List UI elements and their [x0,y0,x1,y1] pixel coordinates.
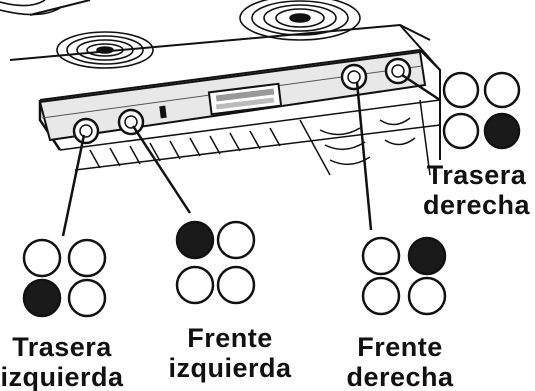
leader-front-left [131,125,192,214]
leader-front-right [355,81,373,231]
indicator-dot-front-right-bottom-right [407,276,447,316]
label-front-right-line1: Frente [357,332,443,362]
indicator-dot-front-left-top-left [175,220,215,260]
label-front-left-line2: izquierda [168,353,292,383]
cooktop-surface [9,0,441,160]
indicator-dot-front-right-top-right [407,236,447,276]
indicator-dot-rear-right-bottom-right [483,112,521,150]
indicator-dot-rear-right-top-left [442,71,480,109]
indicator-dot-front-left-bottom-left [175,265,215,305]
burner-rear-right [239,0,361,41]
burner-rear-left [0,0,61,16]
knob-front-left [117,108,145,136]
label-front-left: Frente izquierda [160,323,300,383]
indicator-dot-front-right-top-left [361,236,401,276]
label-rear-left-line1: Trasera [12,332,112,362]
knob-front-right [340,63,368,91]
indicator-dot-front-left-bottom-right [216,265,256,305]
leader-rear-right [401,73,441,102]
label-front-left-line1: Frente [187,323,273,353]
indicator-dot-rear-left-top-left [22,238,62,278]
indicator-dot-rear-left-bottom-left [22,278,62,318]
indicator-dot-front-right-bottom-left [361,276,401,316]
indicator-rear-right [442,71,521,150]
leader-lines [61,73,441,237]
label-front-right: Frente derecha [340,332,460,391]
indicator-dot-rear-right-bottom-left [442,112,480,150]
leader-rear-left [61,134,86,237]
knob-rear-right [384,57,412,85]
knob-rear-left [72,117,100,145]
indicator-dot-front-left-top-right [216,220,256,260]
label-rear-right: Trasera derecha [418,160,535,220]
label-front-right-line2: derecha [346,362,454,391]
indicator-dot-rear-left-bottom-right [67,278,107,318]
label-rear-right-line1: Trasera [426,160,527,190]
indicator-dot-rear-left-top-right [67,238,107,278]
burner-front-left [56,31,154,69]
label-rear-left-line2: izquierda [0,362,124,391]
oven-door [59,99,441,176]
indicator-rear-left [22,238,107,318]
indicator-front-right [361,236,447,316]
label-rear-left: Trasera izquierda [0,332,126,391]
indicator-dot-rear-right-top-right [483,71,521,109]
indicator-front-left [175,220,256,305]
label-rear-right-line2: derecha [422,190,531,220]
